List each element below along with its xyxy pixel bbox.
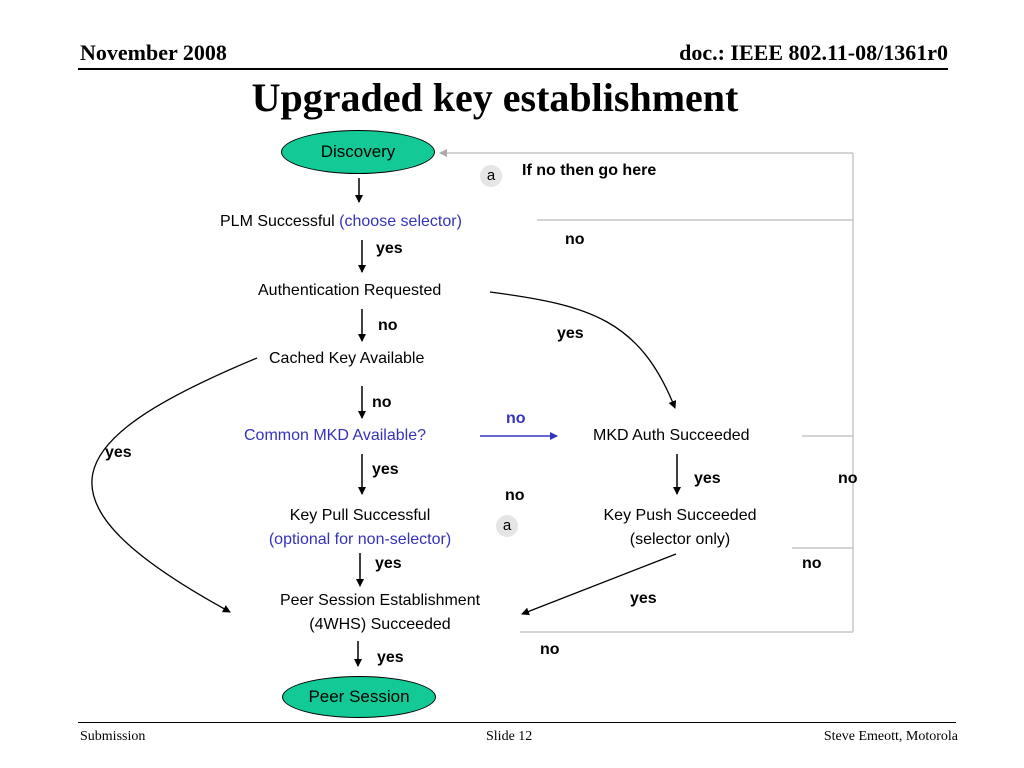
peer-session-node: Peer Session [282,676,436,718]
edge-label-peer-est-yes: yes [377,649,404,666]
footer-rule [78,722,956,723]
page-title: Upgraded key establishment [251,75,739,120]
key-push-line2: (selector only) [629,531,731,548]
branch-arrows [91,291,677,616]
edge-label-auth-yes: yes [557,325,584,342]
footer-author: Steve Emeott, Motorola [823,729,958,744]
plm-selector-label: (choose selector) [339,213,462,230]
key-pull-line1: Key Pull Successful [289,507,431,524]
header-date: November 2008 [80,40,227,65]
connector-a-top: a [480,165,502,187]
footer-submission: Submission [80,729,146,744]
connector-a-bottom: a [496,515,518,537]
header-rule [78,68,948,70]
edge-label-mkd-auth-yes: yes [694,470,721,487]
key-push-line1: Key Push Succeeded [603,507,757,524]
discovery-node: Discovery [281,130,435,174]
peer-establishment-line2: (4WHS) Succeeded [309,616,451,633]
edge-label-cached-yes: yes [105,444,132,461]
plm-successful-label: PLM Successful [220,213,335,230]
edge-label-auth-no: no [378,317,398,334]
edge-label-key-push-yes: yes [630,590,657,607]
edge-label-key-pull-no: no [505,487,525,504]
peer-establishment-line1: Peer Session Establishment [279,592,481,609]
edge-label-mkd-auth-no: no [838,470,858,487]
edge-label-cached-no: no [372,394,392,411]
peer-session-label: Peer Session [308,687,410,706]
footer-slide-number: Slide 12 [486,729,533,744]
peer-establishment-node: Peer Session Establishment (4WHS) Succee… [240,589,520,637]
edge-label-peer-est-no: no [540,641,560,658]
edge-label-key-pull-yes: yes [375,555,402,572]
key-pull-node: Key Pull Successful (optional for non-se… [230,504,490,552]
key-pull-line2: (optional for non-selector) [268,531,452,548]
edge-label-plm-no: no [565,231,585,248]
connector-note: If no then go here [522,162,657,179]
plm-successful-node: PLM Successful (choose selector) [220,213,462,231]
discovery-label: Discovery [320,142,396,161]
auth-requested-node: Authentication Requested [258,282,442,299]
edge-label-plm-yes: yes [376,240,403,257]
edge-label-key-push-no: no [802,555,822,572]
edge-label-mkd-yes: yes [372,461,399,478]
header-doc-id: doc.: IEEE 802.11-08/1361r0 [679,40,948,65]
down-arrows [354,178,681,667]
cached-key-node: Cached Key Available [269,350,425,367]
edge-label-mkd-no: no [506,410,526,427]
no-return-paths [439,149,854,633]
mkd-auth-node: MKD Auth Succeeded [593,427,750,444]
common-mkd-node: Common MKD Available? [244,427,427,444]
key-push-node: Key Push Succeeded (selector only) [560,504,800,552]
